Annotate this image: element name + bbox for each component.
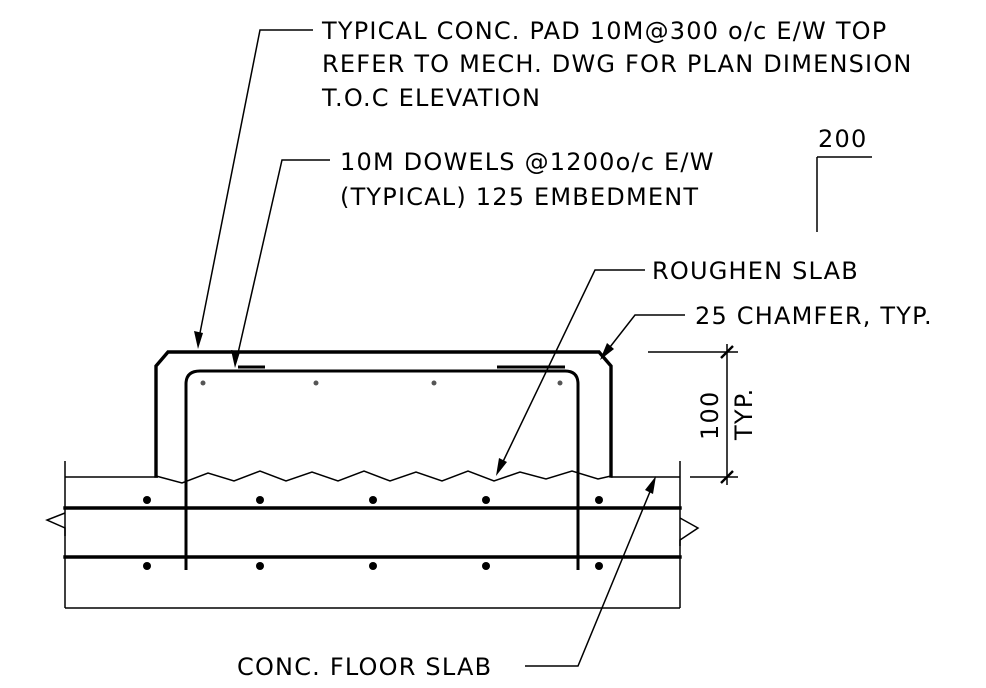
height-label: 100: [696, 391, 724, 440]
roughened-slab-line: [155, 470, 612, 484]
projection-dimension: [816, 156, 872, 232]
concrete-pad-outline: [154, 350, 613, 478]
leader-floor-slab: [525, 476, 656, 667]
height-typ-label: TYP.: [730, 388, 758, 441]
dowel-bar: [184, 369, 580, 570]
floor-slab-label: CONC. FLOOR SLAB: [237, 653, 492, 681]
slab-rebar-dots: [143, 496, 603, 570]
dowel-note-line-2: (TYPICAL) 125 EMBEDMENT: [340, 183, 699, 211]
pad-note-line-2: REFER TO MECH. DWG FOR PLAN DIMENSION: [322, 50, 913, 78]
roughen-slab-label: ROUGHEN SLAB: [652, 257, 859, 285]
leader-dowels: [231, 159, 330, 368]
leader-roughen: [496, 269, 645, 476]
pad-note-line-1: TYPICAL CONC. PAD 10M@300 o/c E/W TOP: [321, 17, 887, 45]
leader-chamfer: [600, 314, 685, 360]
concrete-floor-slab: [45, 461, 700, 609]
projection-label: 200: [818, 125, 867, 153]
height-dimension: [648, 344, 738, 485]
pad-note-line-3: T.O.C ELEVATION: [321, 84, 541, 112]
pad-rebar-dots: [200, 380, 563, 386]
leader-pad: [194, 29, 313, 349]
chamfer-label: 25 CHAMFER, TYP.: [695, 302, 933, 330]
dowel-note-line-1: 10M DOWELS @1200o/c E/W: [340, 148, 715, 176]
